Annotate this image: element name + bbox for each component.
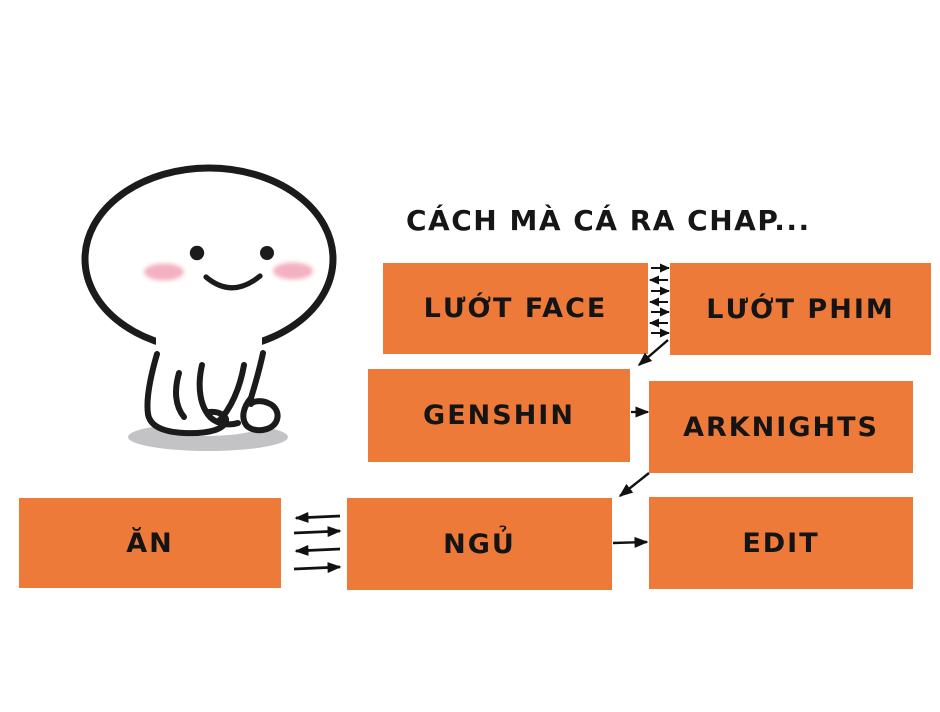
- right-cheek: [273, 262, 313, 280]
- flow-box-label: ĂN: [126, 527, 174, 559]
- flow-box-edit: EDIT: [649, 497, 913, 589]
- right-eye: [260, 246, 274, 260]
- flow-box-label: GENSHIN: [423, 400, 575, 431]
- mascot-character: [81, 164, 337, 451]
- arrow-stack-luotface-luotphim: [649, 263, 670, 338]
- flow-box-an: ĂN: [19, 498, 281, 588]
- arrow-stack-an-ngu: [293, 511, 342, 574]
- flow-box-label: LƯỚT PHIM: [706, 293, 895, 325]
- smile: [203, 273, 263, 291]
- flow-box-label: EDIT: [742, 527, 820, 559]
- flow-box-luot-phim: LƯỚT PHIM: [670, 263, 931, 355]
- flow-box-label: ARKNIGHTS: [683, 411, 879, 443]
- mascot-head: [81, 164, 337, 354]
- flow-box-ngu: NGỦ: [347, 498, 612, 590]
- flow-box-arknights: ARKNIGHTS: [649, 381, 913, 473]
- page-title: CÁCH MÀ CÁ RA CHAP...: [406, 204, 811, 237]
- left-cheek: [144, 263, 184, 281]
- flow-box-label: NGỦ: [443, 528, 516, 560]
- left-eye: [189, 245, 205, 261]
- flow-box-genshin: GENSHIN: [368, 369, 630, 462]
- mascot-head-leg-join: [156, 334, 262, 362]
- arrow-ngu-edit: [612, 536, 649, 548]
- flow-box-label: LƯỚT FACE: [423, 293, 608, 324]
- flow-box-luot-face: LƯỚT FACE: [383, 263, 648, 354]
- arrow-diagonal-arknights-ngu: [618, 472, 650, 497]
- mascot-legs: [144, 350, 281, 437]
